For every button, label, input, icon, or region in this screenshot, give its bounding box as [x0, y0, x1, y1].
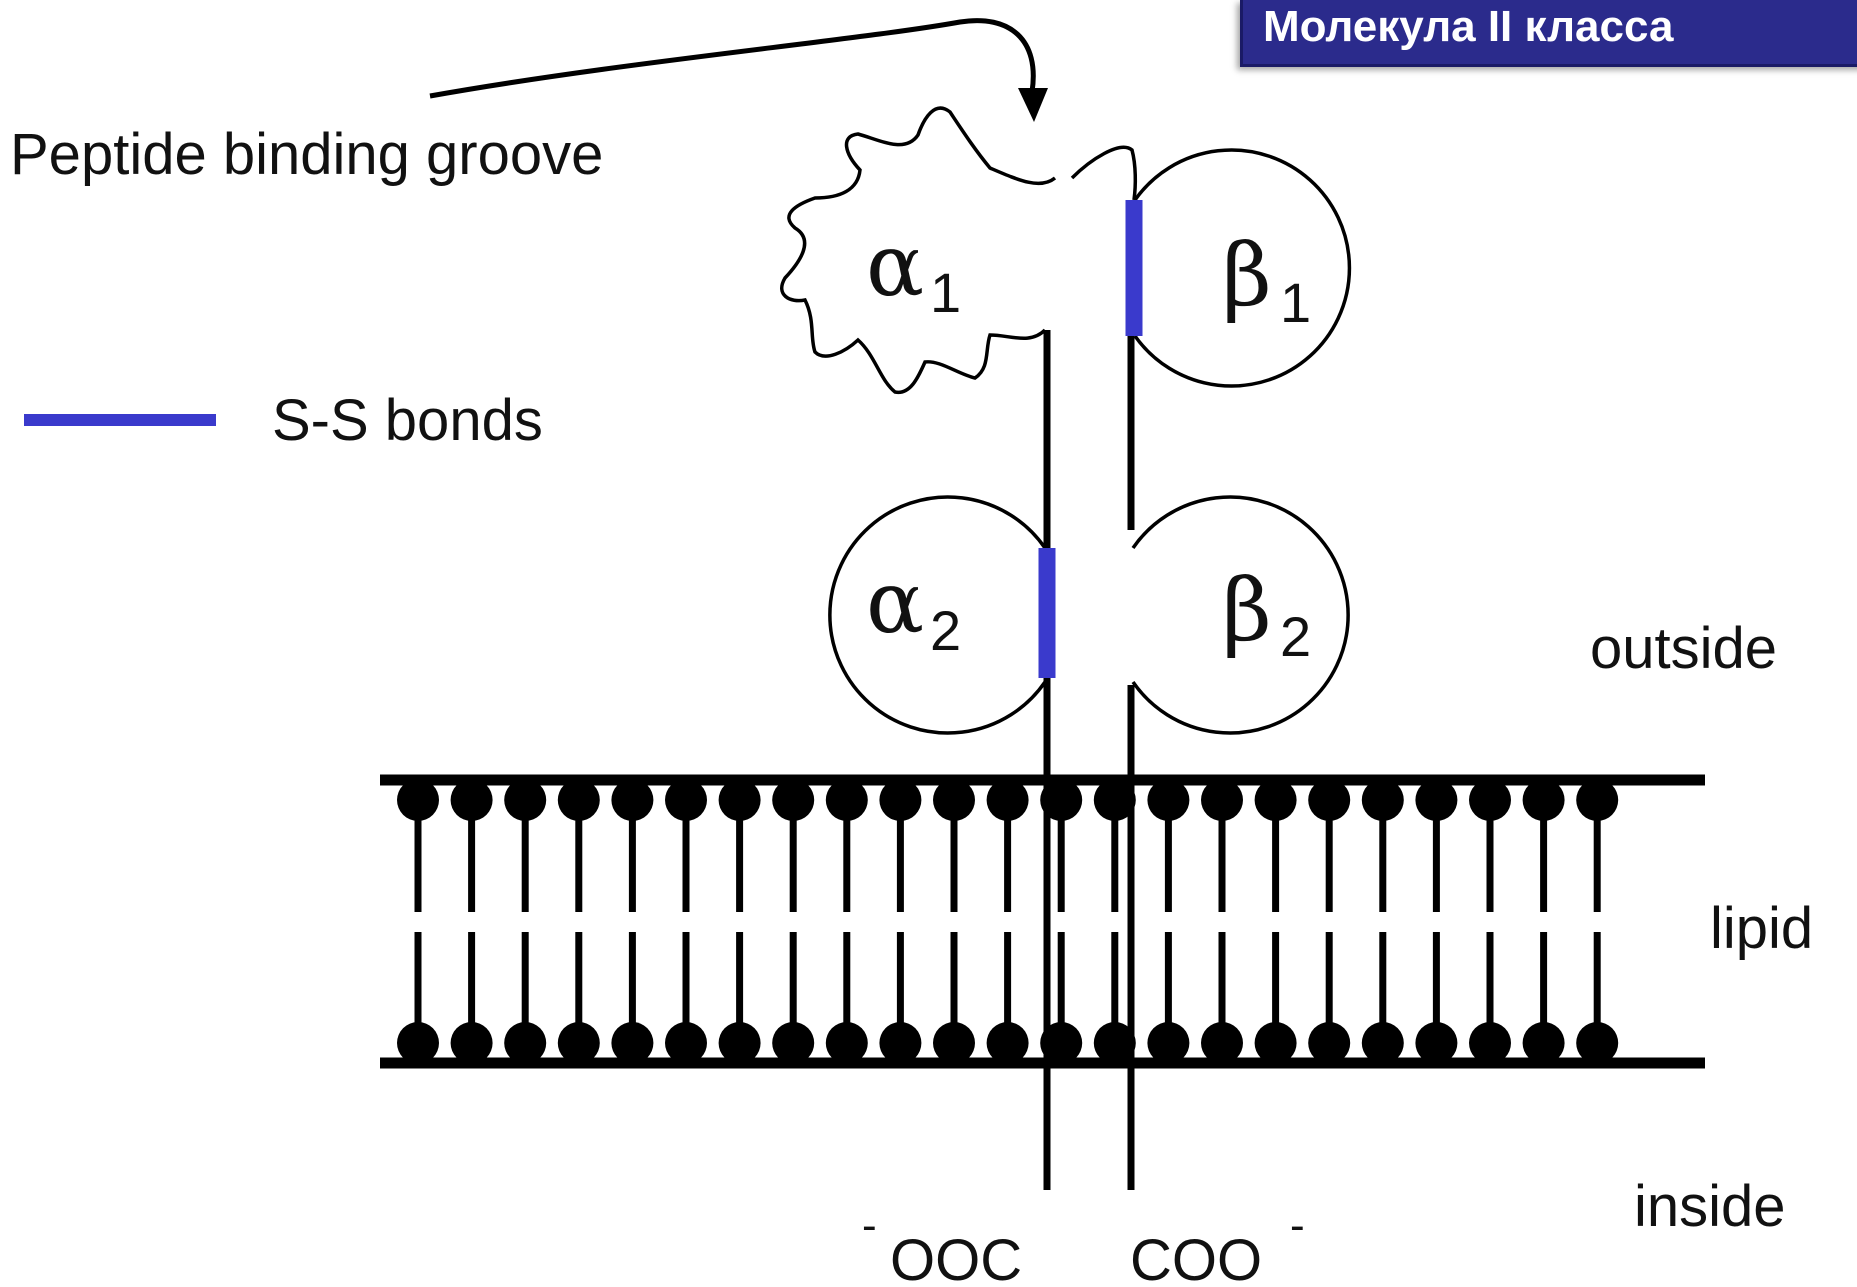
beta1-domain — [1070, 145, 1352, 388]
lipid-head-inner — [450, 1022, 493, 1064]
svg-text:β: β — [1222, 226, 1272, 326]
ooc-label: OOC — [890, 1228, 1022, 1287]
lipid-head-inner — [1469, 1022, 1511, 1064]
groove-label: Peptide binding groove — [10, 122, 603, 187]
lipid-head-inner — [557, 1022, 600, 1064]
lipid-head-inner — [1308, 1022, 1351, 1064]
svg-text:α: α — [866, 553, 924, 653]
ooc-minus-sign: - — [862, 1201, 877, 1250]
lipid-head-inner — [879, 1022, 922, 1064]
lipid-head-inner — [772, 1022, 815, 1064]
lipid-head-inner — [1415, 1022, 1458, 1064]
svg-text:β: β — [1222, 561, 1272, 661]
lipid-head-inner — [933, 1022, 975, 1064]
beta1-label: β 1 — [1222, 226, 1311, 334]
slide-title: Молекула II класса — [1263, 2, 1674, 51]
svg-text:2: 2 — [1280, 605, 1311, 668]
lipid-head-inner — [825, 1022, 868, 1064]
lipid-head-inner — [1254, 1022, 1297, 1064]
lipid-head-inner — [1522, 1022, 1565, 1064]
coo-minus-sign: - — [1290, 1201, 1305, 1250]
lipid-head-inner — [397, 1022, 439, 1064]
svg-text:2: 2 — [930, 599, 961, 662]
lipid-head-inner — [1093, 1022, 1136, 1064]
beta2-label: β 2 — [1222, 561, 1311, 668]
lipid-label: lipid — [1710, 896, 1813, 961]
lipid-head-inner — [1147, 1022, 1190, 1064]
alpha1-label: α 1 — [866, 216, 961, 324]
lipid-head-inner — [986, 1022, 1029, 1064]
coo-label: COO — [1130, 1228, 1262, 1287]
lipid-head-inner — [1576, 1022, 1619, 1064]
lipid-bilayer — [380, 774, 1705, 1069]
lipid-head-inner — [718, 1022, 761, 1064]
lipid-head-inner — [665, 1022, 707, 1064]
groove-arrow — [429, 18, 1048, 122]
svg-text:1: 1 — [1280, 271, 1311, 334]
inside-label: inside — [1634, 1174, 1786, 1239]
svg-text:1: 1 — [930, 261, 961, 324]
alpha1-domain — [780, 106, 1057, 394]
lipid-head-inner — [1361, 1022, 1404, 1064]
alpha2-domain — [828, 495, 1047, 735]
lipid-head-inner — [1040, 1022, 1083, 1064]
lipid-head-inner — [1201, 1022, 1243, 1064]
lipid-head-inner — [504, 1022, 547, 1064]
ss-bonds-label: S-S bonds — [272, 388, 543, 453]
beta2-domain — [1131, 495, 1350, 735]
svg-text:α: α — [866, 216, 924, 316]
alpha2-label: α 2 — [866, 553, 961, 662]
slide-title-banner: Молекула II класса — [1240, 0, 1857, 67]
outside-label: outside — [1590, 616, 1777, 681]
lipid-head-inner — [611, 1022, 654, 1064]
